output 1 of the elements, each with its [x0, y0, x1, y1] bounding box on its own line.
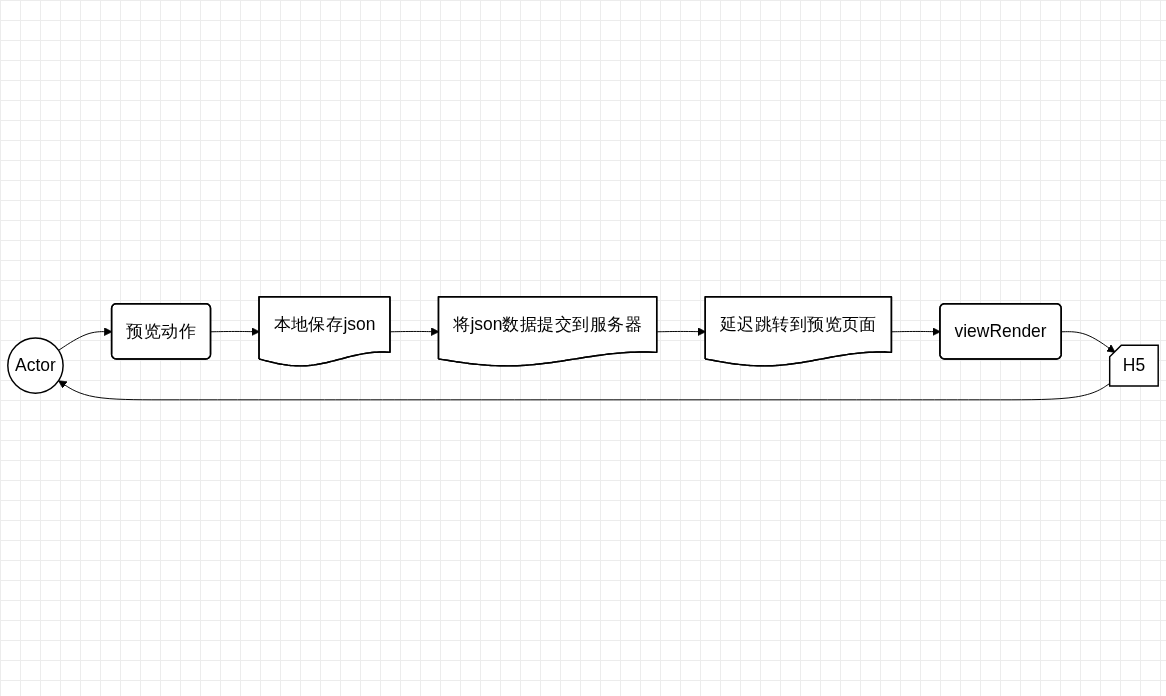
node-circle: Actor — [7, 336, 64, 394]
